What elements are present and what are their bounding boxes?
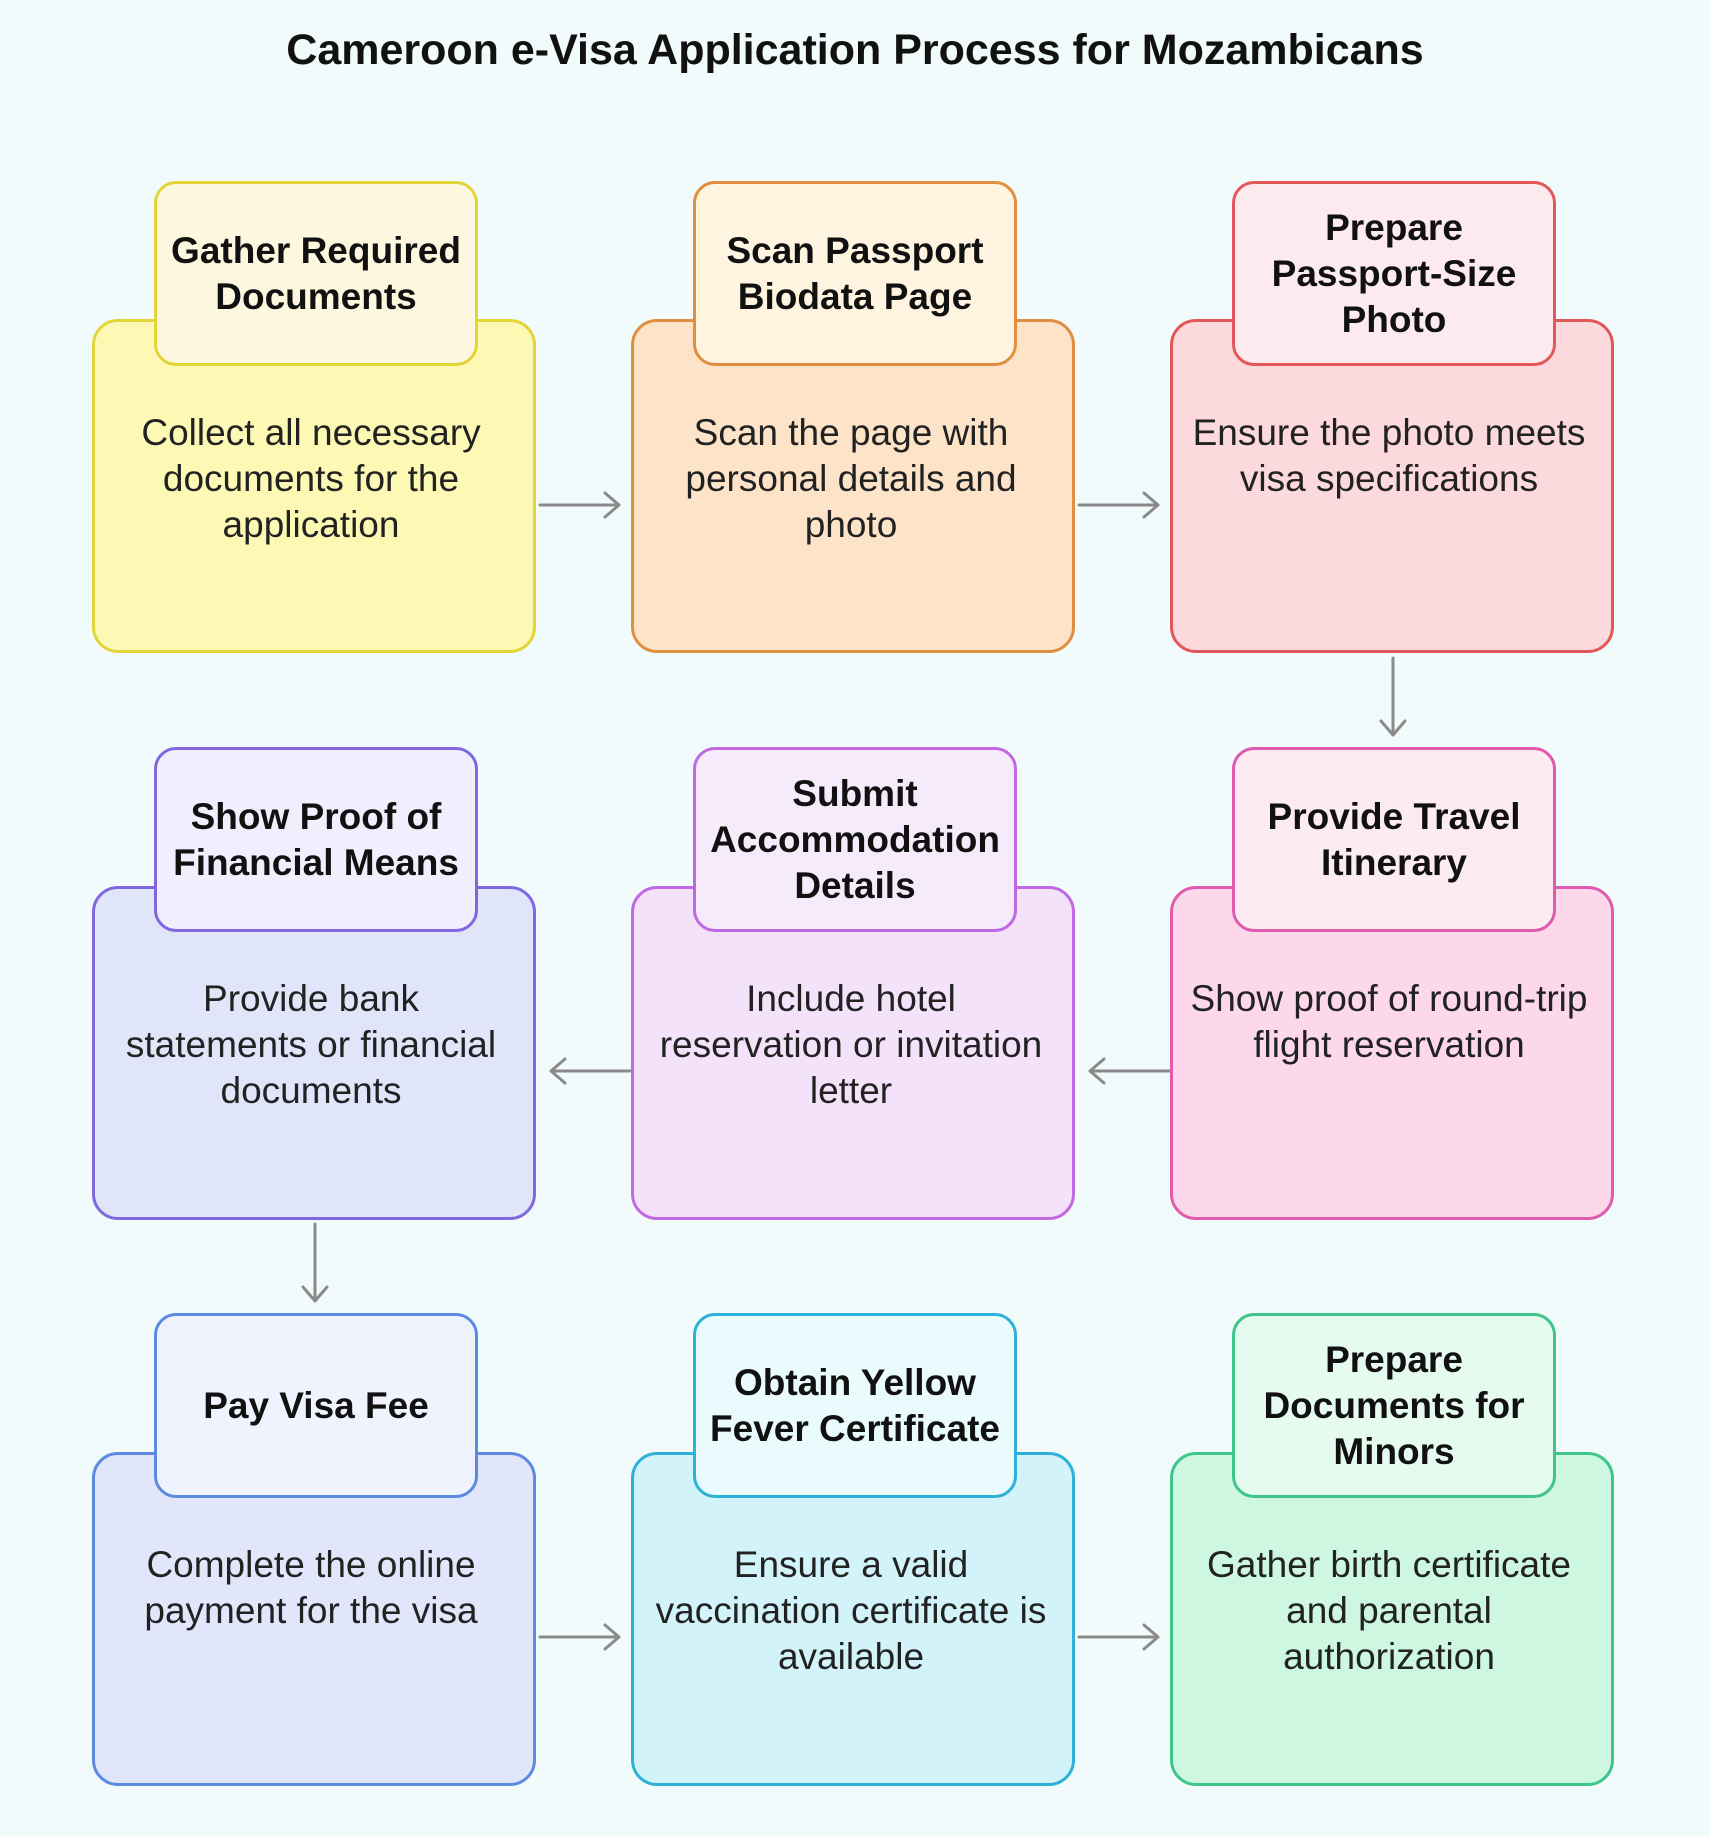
step-8-card	[631, 1452, 1075, 1786]
step-1-card	[92, 319, 536, 653]
arrow-8-to-9	[1077, 1623, 1160, 1651]
arrow-7-to-8	[538, 1623, 621, 1651]
step-4-title: Show Proof of Financial Means	[154, 747, 478, 932]
step-4-description: Provide bank statements or financial doc…	[125, 978, 497, 1111]
step-1-title: Gather Required Documents	[154, 181, 478, 366]
step-7-description: Complete the online payment for the visa	[144, 1544, 478, 1631]
arrow-1-to-2	[538, 491, 621, 519]
step-5-description: Include hotel reservation or invitation …	[659, 978, 1043, 1111]
step-9-description: Gather birth certificate and parental au…	[1207, 1544, 1571, 1677]
step-2-description: Scan the page with personal details and …	[685, 412, 1017, 545]
step-2-card	[631, 319, 1075, 653]
step-3-description: Ensure the photo meets visa specificatio…	[1192, 412, 1586, 499]
step-3-title: Prepare Passport-Size Photo	[1232, 181, 1556, 366]
step-6-description: Show proof of round-trip flight reservat…	[1190, 978, 1588, 1065]
step-7-title: Pay Visa Fee	[154, 1313, 478, 1498]
arrow-4-to-7	[301, 1222, 329, 1303]
step-9-title: Prepare Documents for Minors	[1232, 1313, 1556, 1498]
step-9-card	[1170, 1452, 1614, 1786]
step-2-title: Scan Passport Biodata Page	[693, 181, 1017, 366]
step-8-title: Obtain Yellow Fever Certificate	[693, 1313, 1017, 1498]
diagram-title: Cameroon e-Visa Application Process for …	[286, 26, 1424, 74]
arrow-5-to-4	[549, 1057, 632, 1085]
step-5-card	[631, 886, 1075, 1220]
arrow-6-to-5	[1088, 1057, 1171, 1085]
step-6-card	[1170, 886, 1614, 1220]
arrow-3-to-6	[1379, 656, 1407, 737]
step-5-title: Submit Accommodation Details	[693, 747, 1017, 932]
step-7-card	[92, 1452, 536, 1786]
step-1-description: Collect all necessary documents for the …	[141, 412, 481, 545]
step-6-title: Provide Travel Itinerary	[1232, 747, 1556, 932]
arrow-2-to-3	[1077, 491, 1160, 519]
step-4-card	[92, 886, 536, 1220]
step-8-description: Ensure a valid vaccination certificate i…	[655, 1544, 1047, 1677]
step-3-card	[1170, 319, 1614, 653]
